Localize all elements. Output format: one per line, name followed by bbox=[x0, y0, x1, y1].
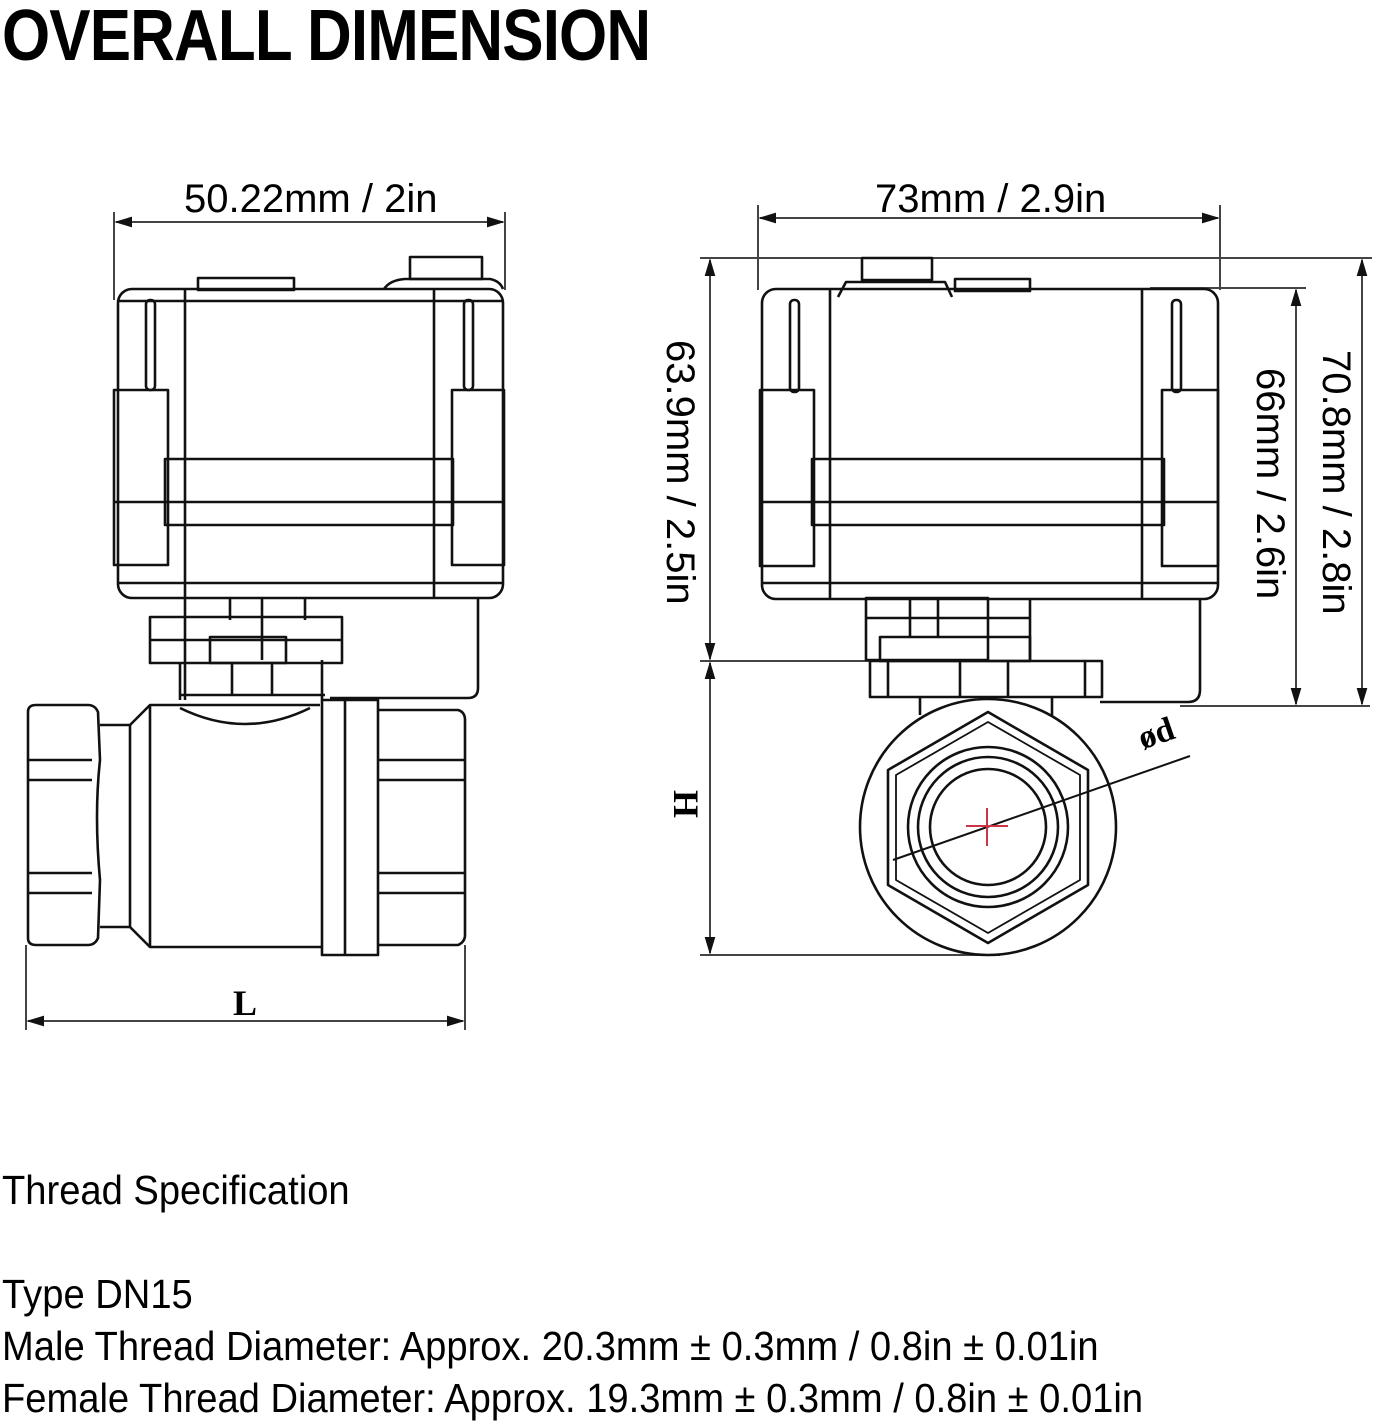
height-66-label: 66mm / 2.6in bbox=[1248, 368, 1292, 600]
side-view-drawing bbox=[25, 212, 506, 1030]
front-view-drawing bbox=[700, 205, 1372, 957]
spec-type: Type DN15 bbox=[2, 1271, 193, 1317]
spec-heading: Thread Specification bbox=[2, 1167, 350, 1213]
front-width-dimension-line bbox=[757, 205, 1221, 290]
spec-female-thread: Female Thread Diameter: Approx. 19.3mm ±… bbox=[2, 1375, 1144, 1421]
width-dimension-line bbox=[113, 212, 506, 300]
height-70-label: 70.8mm / 2.8in bbox=[1314, 350, 1358, 615]
front-width-label: 73mm / 2.9in bbox=[875, 177, 1107, 221]
technical-drawing bbox=[25, 205, 1372, 1030]
page-title: OVERALL DIMENSION bbox=[2, 0, 651, 76]
length-label: L bbox=[233, 983, 258, 1023]
side-width-label: 50.22mm / 2in bbox=[184, 177, 438, 221]
center-mark bbox=[966, 808, 1008, 846]
spec-male-thread: Male Thread Diameter: Approx. 20.3mm ± 0… bbox=[2, 1323, 1099, 1369]
body-height-label: H bbox=[666, 790, 706, 819]
actuator-height-label: 63.9mm / 2.5in bbox=[658, 340, 702, 605]
length-dimension-line bbox=[25, 945, 466, 1030]
